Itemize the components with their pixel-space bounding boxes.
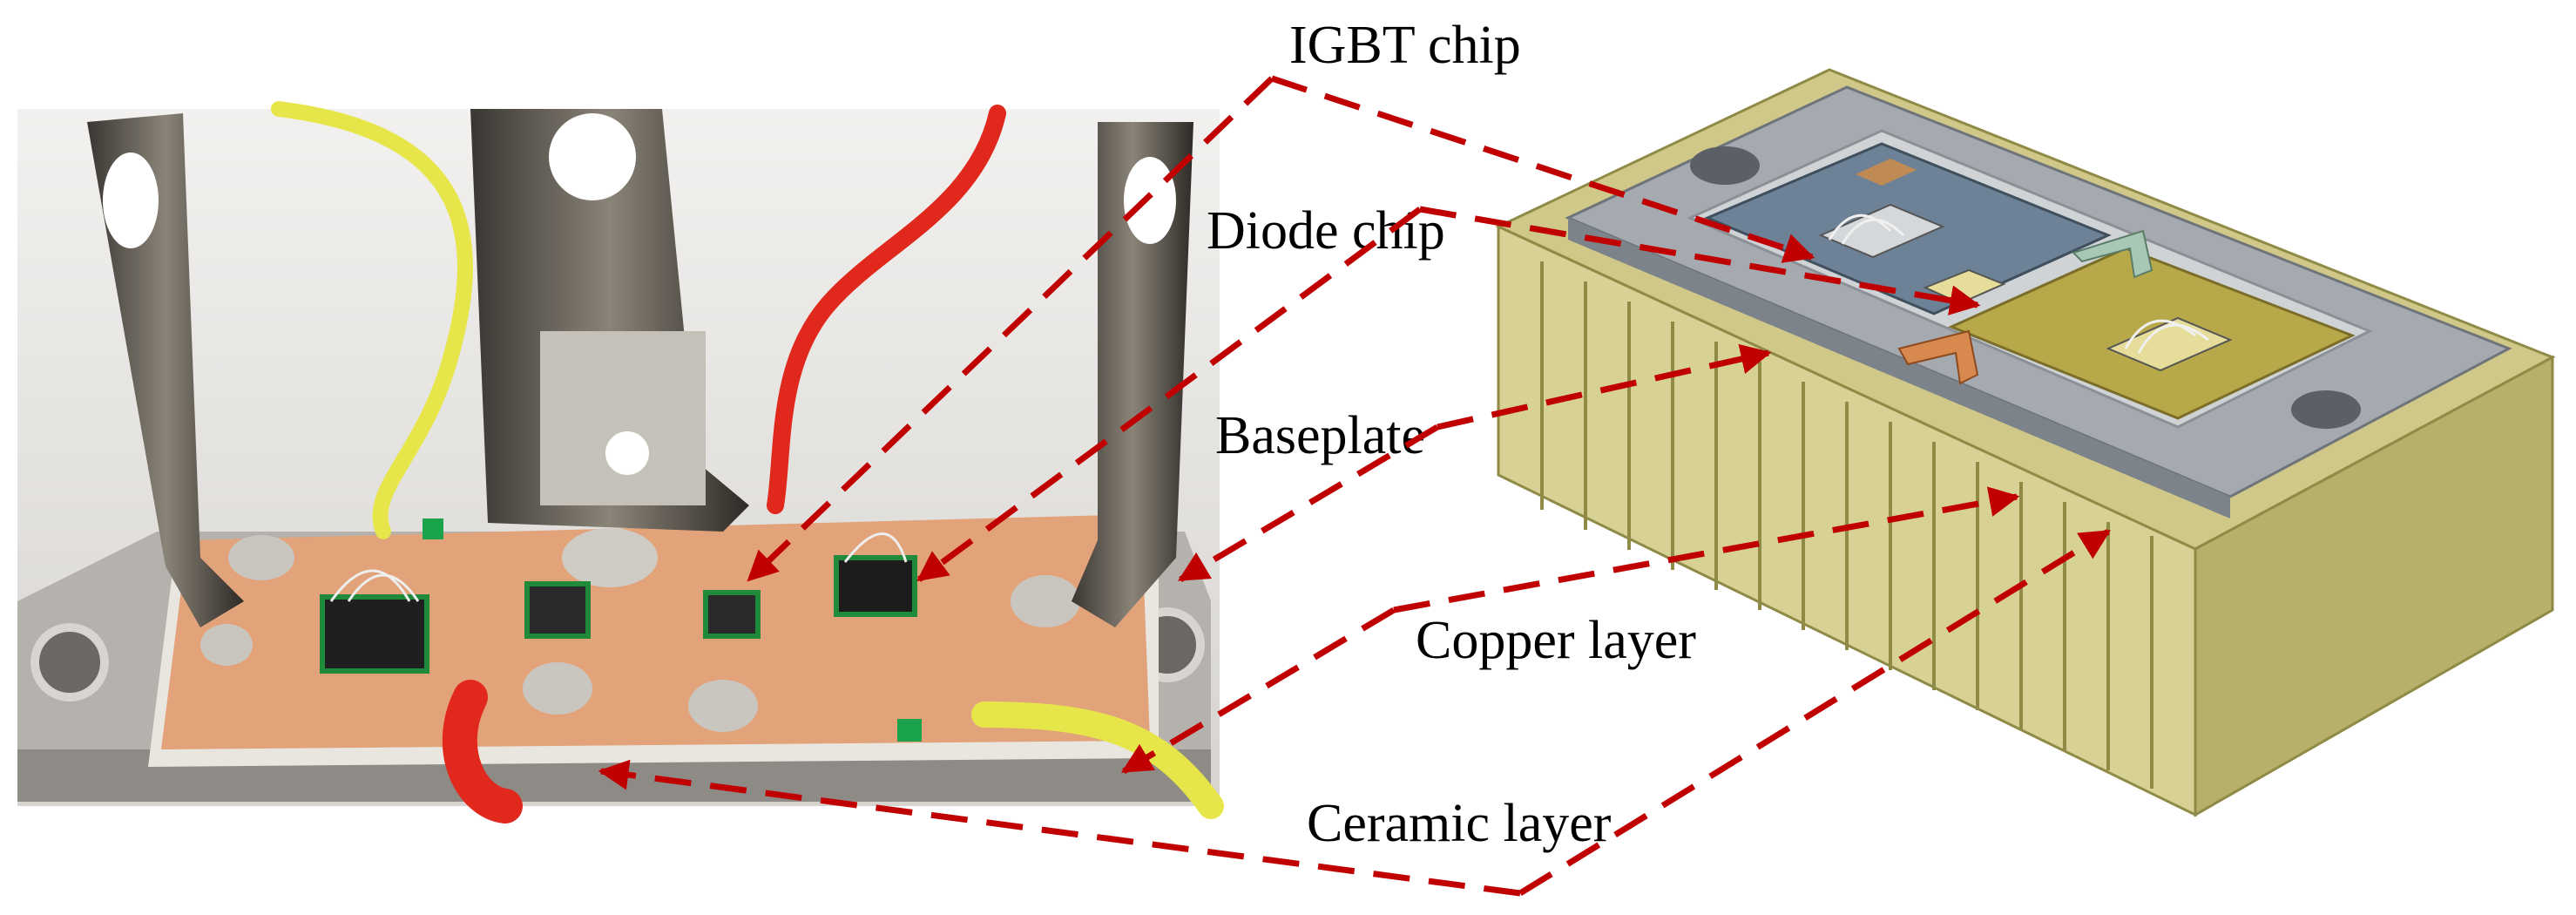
photo-diode-chip bbox=[834, 555, 917, 617]
label-igbt-chip: IGBT chip bbox=[1289, 16, 1521, 75]
photo-terminal-spot bbox=[605, 431, 649, 475]
render-mounting-hole-left bbox=[1690, 146, 1760, 185]
arrow-ceramic-to-photo bbox=[598, 759, 1521, 897]
arrow-igbt-to-photo bbox=[747, 76, 1274, 582]
render-bond-wires bbox=[1828, 214, 2209, 354]
render-heatsink-fins bbox=[1540, 261, 2153, 789]
photo-wire-red-top bbox=[767, 105, 1006, 514]
photo-solder bbox=[200, 624, 253, 666]
power-module-3d-render bbox=[1495, 68, 2556, 817]
photo-small-chip bbox=[703, 590, 761, 639]
photo-igbt-chip-left bbox=[320, 594, 429, 674]
photo-terminal-hole bbox=[549, 113, 636, 200]
photo-wire-yellow-top bbox=[271, 101, 473, 539]
arrow-diode-to-render bbox=[1419, 206, 1981, 315]
arrow-copper-to-render bbox=[1393, 486, 2020, 613]
photo-terminal-plate bbox=[540, 331, 706, 505]
render-mounting-hole-right bbox=[2291, 390, 2361, 429]
photo-igbt-chip-center bbox=[524, 581, 591, 639]
photo-terminal-hole bbox=[1124, 157, 1176, 244]
arrow-igbt-to-render bbox=[1270, 75, 1815, 263]
label-diode-chip: Diode chip bbox=[1207, 201, 1445, 261]
photo-solder bbox=[228, 535, 294, 580]
arrow-diode-to-photo bbox=[916, 207, 1423, 582]
power-module-photo bbox=[17, 101, 1224, 824]
render-baseplate-edge bbox=[1568, 218, 2230, 518]
render-busbar-copper bbox=[1897, 329, 1979, 385]
render-pad bbox=[1856, 159, 1917, 186]
arrow-ceramic-to-render bbox=[1518, 529, 2111, 896]
render-busbar-green bbox=[2072, 229, 2153, 279]
photo-solder bbox=[523, 662, 592, 715]
photo-solder bbox=[562, 528, 658, 587]
render-chip-right bbox=[2106, 316, 2233, 372]
photo-solder bbox=[688, 680, 758, 732]
photo-wire-red-bottom bbox=[442, 680, 523, 824]
photo-green-pad bbox=[423, 518, 443, 539]
label-ceramic-layer: Ceramic layer bbox=[1307, 794, 1612, 853]
photo-bond-wires bbox=[329, 532, 908, 602]
label-baseplate: Baseplate bbox=[1215, 406, 1425, 465]
photo-terminal-right bbox=[1072, 122, 1193, 627]
photo-wire-yellow-bottom bbox=[971, 702, 1224, 819]
photo-terminal-hole bbox=[103, 152, 159, 248]
photo-green-pad bbox=[897, 719, 922, 742]
arrow-baseplate-to-photo bbox=[1177, 424, 1439, 583]
photo-mounting-hole-left bbox=[30, 623, 109, 702]
arrow-baseplate-to-render bbox=[1437, 343, 1772, 430]
photo-solder bbox=[1011, 575, 1080, 627]
leader-arrows bbox=[598, 75, 2111, 897]
label-copper-layer: Copper layer bbox=[1416, 611, 1696, 670]
